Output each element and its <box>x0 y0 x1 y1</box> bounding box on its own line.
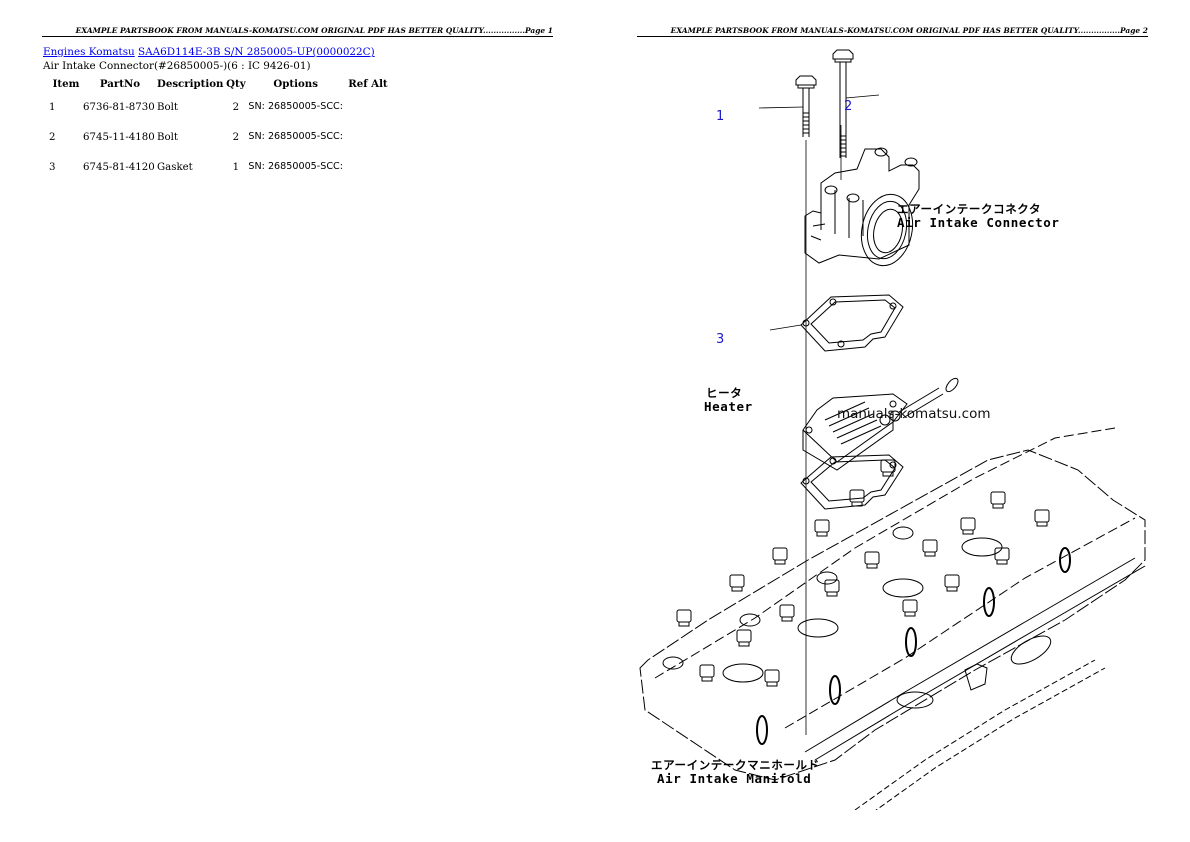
label-air-intake-manifold: エアーインテークマニホールド Air Intake Manifold <box>651 758 820 786</box>
cylinder-head-drawing <box>639 427 1146 819</box>
cell-item: 2 <box>49 131 56 143</box>
breadcrumb: Engines Komatsu SAA6D114E-3B S/N 2850005… <box>43 46 375 59</box>
cell-description: Gasket <box>157 161 193 173</box>
air-intake-connector-drawing <box>804 147 920 267</box>
label-heater-en: Heater <box>704 399 753 414</box>
gasket-3-drawing <box>769 294 904 352</box>
heater-drawing <box>802 377 959 471</box>
table-header-row: Item PartNo Description Qty Options Ref … <box>43 77 393 92</box>
column-header-ref-alt: Ref Alt <box>348 78 388 90</box>
column-header-qty: Qty <box>226 78 246 90</box>
label-air-intake-connector-jp: エアーインテークコネクタ <box>897 202 1042 216</box>
cell-part-no: 6745-81-4120 <box>83 161 155 173</box>
label-air-intake-manifold-en: Air Intake Manifold <box>657 771 812 786</box>
gasket-lower-drawing <box>800 454 904 510</box>
parts-table: Item PartNo Description Qty Options Ref … <box>43 77 393 182</box>
diagram-line-art <box>639 49 1146 819</box>
cell-ref-alt <box>343 122 393 152</box>
callout-3[interactable]: 3 <box>716 332 725 347</box>
column-header-description: Description <box>157 78 224 90</box>
cell-part-no: 6736-81-8730 <box>83 101 155 113</box>
breadcrumb-link-model[interactable]: SAA6D114E-3B S/N 2850005-UP(0000022C) <box>138 46 375 58</box>
cell-item: 1 <box>49 101 56 113</box>
cell-qty: 2 <box>232 101 240 113</box>
cell-part-no: 6745-11-4180 <box>83 131 155 143</box>
breadcrumb-link-engines-komatsu[interactable]: Engines Komatsu <box>43 46 135 58</box>
cell-options: SN: 26850005-SCC: <box>248 161 343 172</box>
cell-options: SN: 26850005-SCC: <box>248 131 343 142</box>
table-row: 1 6736-81-8730 Bolt 2 SN: 26850005-SCC: <box>43 92 393 122</box>
label-air-intake-connector-en: Air Intake Connector <box>897 215 1060 230</box>
table-row: 2 6745-11-4180 Bolt 2 SN: 26850005-SCC: <box>43 122 393 152</box>
callout-2[interactable]: 2 <box>844 99 853 114</box>
label-heater: ヒータ Heater <box>704 386 753 414</box>
cell-description: Bolt <box>157 101 178 113</box>
bolt-1-drawing <box>758 75 817 137</box>
label-air-intake-manifold-jp: エアーインテークマニホールド <box>651 758 820 772</box>
column-header-partno: PartNo <box>99 78 141 90</box>
label-heater-jp: ヒータ <box>706 386 743 400</box>
cell-item: 3 <box>49 161 56 173</box>
cell-ref-alt <box>343 92 393 122</box>
cell-description: Bolt <box>157 131 178 143</box>
exploded-parts-diagram: 1 2 3 エアーインテークコネクタ Air Intake Connector … <box>635 40 1155 819</box>
watermark: manuals-komatsu.com <box>837 406 991 422</box>
bolt-2-drawing <box>832 49 880 158</box>
page-header: EXAMPLE PARTSBOOK FROM MANUALS-KOMATSU.C… <box>42 26 553 37</box>
table-row: 3 6745-81-4120 Gasket 1 SN: 26850005-SCC… <box>43 152 393 182</box>
label-air-intake-connector: エアーインテークコネクタ Air Intake Connector <box>897 202 1060 230</box>
page-2: EXAMPLE PARTSBOOK FROM MANUALS-KOMATSU.C… <box>595 0 1190 842</box>
column-header-options: Options <box>273 78 318 90</box>
cell-qty: 2 <box>232 131 240 143</box>
page-1: EXAMPLE PARTSBOOK FROM MANUALS-KOMATSU.C… <box>42 26 553 182</box>
cell-qty: 1 <box>232 161 240 173</box>
page-header: EXAMPLE PARTSBOOK FROM MANUALS-KOMATSU.C… <box>637 26 1148 37</box>
column-header-item: Item <box>52 78 80 90</box>
section-title: Air Intake Connector(#26850005-)(6 : IC … <box>43 60 311 72</box>
callout-1[interactable]: 1 <box>716 109 725 124</box>
cell-options: SN: 26850005-SCC: <box>248 101 343 112</box>
cell-ref-alt <box>343 152 393 182</box>
